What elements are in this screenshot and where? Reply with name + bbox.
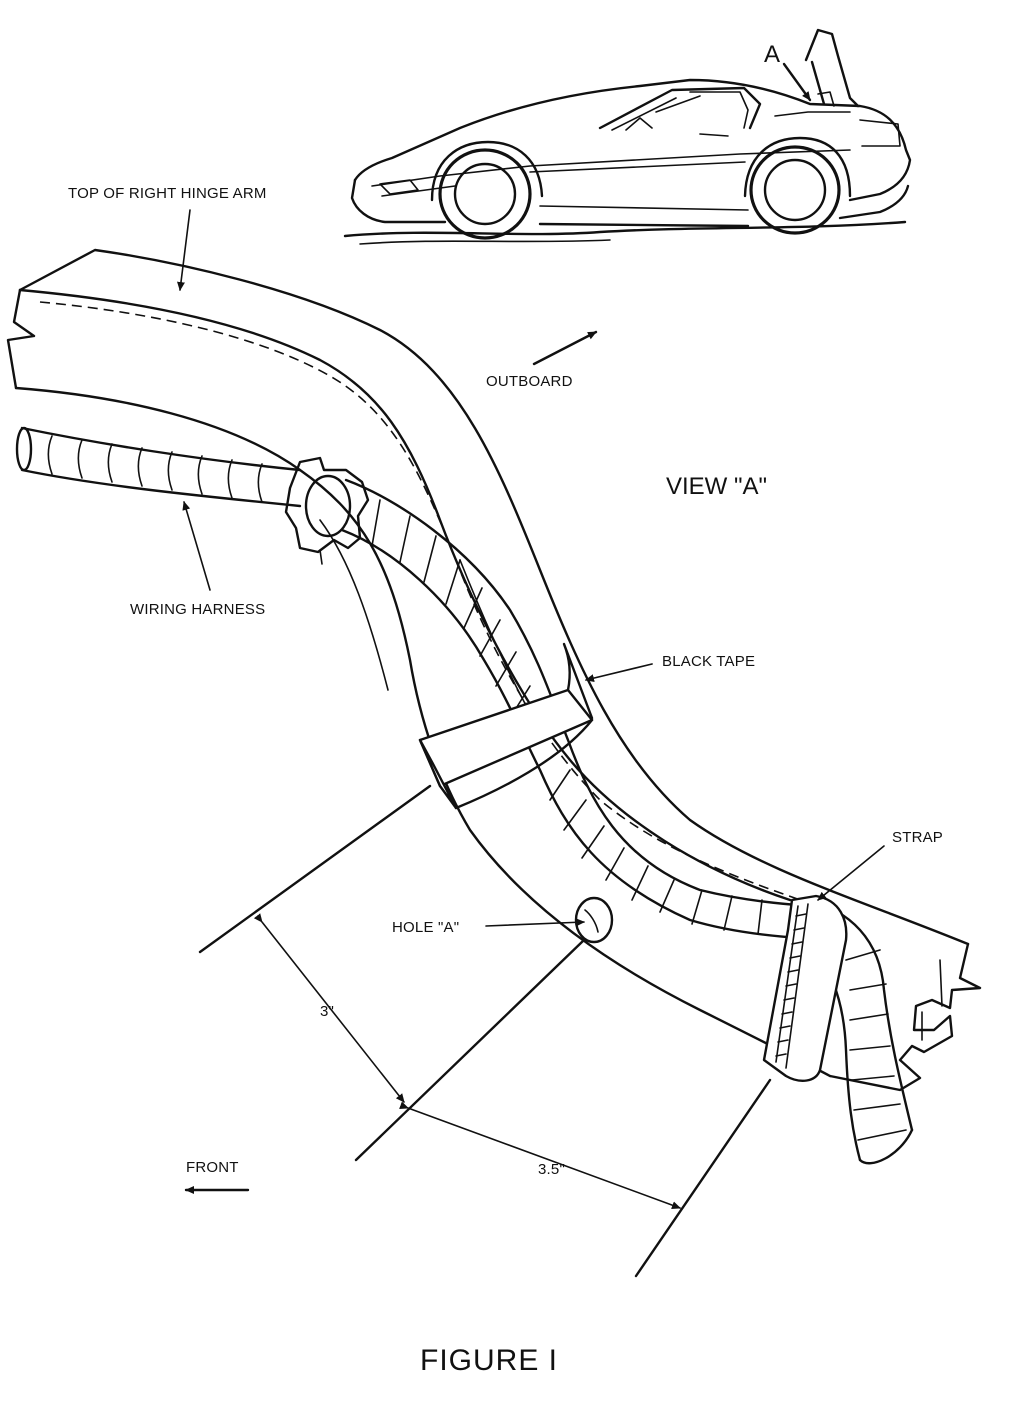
dimension-line-3in	[253, 913, 405, 1103]
extension-line-hole	[354, 938, 586, 1162]
label-strap: STRAP	[892, 829, 943, 846]
label-black-tape: BLACK TAPE	[662, 653, 755, 670]
label-outboard: OUTBOARD	[486, 373, 573, 390]
figure-caption: FIGURE I	[420, 1344, 558, 1377]
leader-wiring-harness	[182, 501, 211, 591]
dimensions	[198, 784, 772, 1278]
leader-hole-a	[485, 918, 585, 927]
leader-arrows	[177, 209, 885, 1194]
label-dimension-35in: 3.5"	[538, 1161, 565, 1178]
black-tape	[418, 642, 594, 810]
label-hole-a: HOLE "A"	[392, 919, 459, 936]
label-top-of-right-hinge-arm: TOP OF RIGHT HINGE ARM	[68, 185, 267, 202]
label-view-a: VIEW "A"	[666, 473, 767, 500]
extension-line-strap	[634, 1078, 772, 1278]
label-wiring-harness: WIRING HARNESS	[130, 601, 265, 618]
leader-top-of-arm	[177, 209, 191, 291]
leader-black-tape	[585, 663, 653, 683]
wiring-harness	[15, 426, 914, 1165]
detail-label-a: A	[764, 41, 780, 68]
extension-line-tape	[198, 784, 432, 954]
dimension-line-35in	[399, 1101, 681, 1209]
car-illustration: A	[343, 28, 912, 245]
labels: TOP OF RIGHT HINGE ARM OUTBOARD VIEW "A"…	[68, 185, 943, 1377]
outboard-arrow	[532, 330, 598, 366]
strap	[762, 894, 848, 1082]
leader-clip	[319, 549, 323, 565]
label-front: FRONT	[186, 1159, 239, 1176]
label-dimension-3in: 3"	[320, 1003, 334, 1020]
leader-strap	[817, 845, 885, 901]
